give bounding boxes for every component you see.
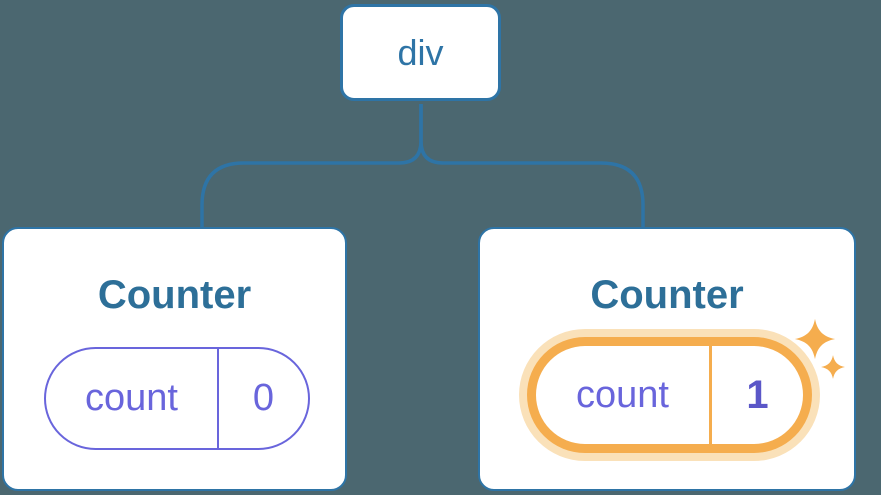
connector-right-branch: [419, 104, 645, 227]
counter-card-right: Counter count 1: [478, 227, 856, 491]
root-node-label: div: [397, 31, 444, 73]
sparkle-icon-large: [793, 317, 837, 361]
state-name: count: [46, 349, 219, 448]
counter-title: Counter: [590, 273, 744, 317]
root-node-div: div: [340, 4, 501, 101]
connector-left-branch: [200, 104, 423, 227]
state-value: 0: [252, 377, 275, 419]
state-pill-highlighted: count 1: [519, 329, 820, 461]
state-value: 1: [746, 372, 769, 417]
state-pill: count 0: [44, 347, 310, 450]
state-name: count: [536, 346, 712, 444]
sparkle-icon-small: [820, 354, 846, 380]
counter-card-left: Counter count 0: [2, 227, 347, 491]
counter-title: Counter: [97, 273, 252, 317]
state-pill-highlight-ring: count 1: [527, 337, 812, 453]
state-pill-core: count 1: [536, 346, 803, 444]
